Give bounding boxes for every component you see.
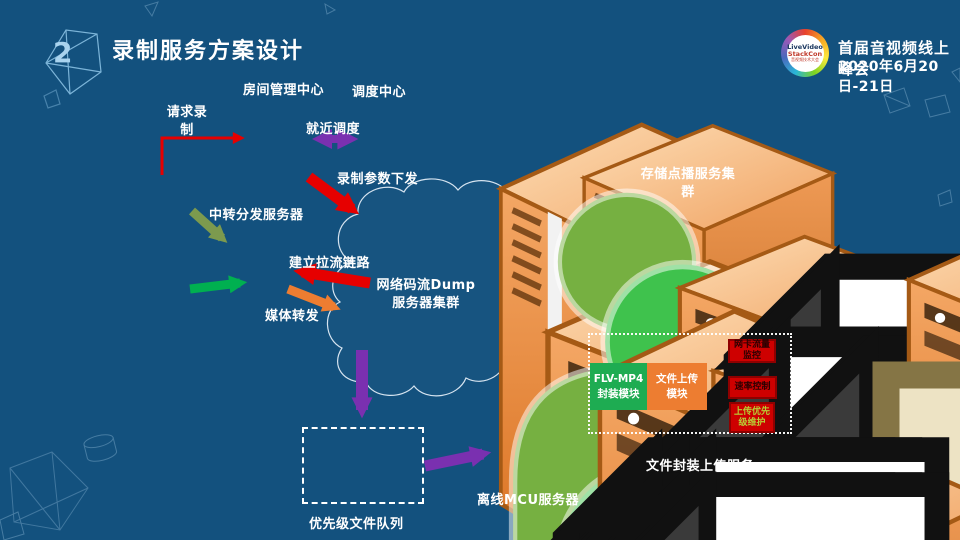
label-priority-queue: 优先级文件队列 [309, 517, 404, 532]
label-dump-cluster: 网络码流Dump服务器集群 [376, 278, 476, 311]
slide-number: 2 [53, 36, 73, 69]
label-room-mgmt: 房间管理中心 [243, 83, 325, 98]
header-gem-icon [43, 29, 102, 109]
module-flv-mp4: FLV-MP4封装模块 [590, 363, 647, 410]
label-nearby-dispatch: 就近调度 [306, 122, 361, 137]
page-title: 录制服务方案设计 [112, 39, 305, 64]
event-name: 首届音视频线上峰会 [838, 39, 951, 78]
conference-logo-icon: LiveVideo StackCon 音视频技术大会 [781, 29, 829, 77]
arrow-user1-relay [188, 207, 228, 243]
label-dispatch-center: 调度中心 [352, 85, 407, 100]
label-media-forward: 媒体转发 [265, 309, 320, 324]
upload-service-box [588, 333, 792, 434]
logo-brand-line1: LiveVideo [787, 42, 823, 51]
arrow-establish-pull [293, 263, 371, 289]
label-request-record: 请求录制 [166, 105, 208, 138]
label-offline-mcu: 离线MCU服务器 [477, 493, 580, 508]
label-upload-service: 文件封装上传服务 [646, 459, 755, 474]
event-date: 2020年6月20日-21日 [838, 59, 939, 95]
label-relay-server: 中转分发服务器 [209, 208, 304, 223]
label-record-params: 录制参数下发 [337, 172, 419, 187]
arrow-media-forward [286, 284, 341, 312]
module-nic-monitor: 网卡流量监控 [728, 339, 776, 363]
label-establish-pull: 建立拉流链路 [289, 256, 371, 271]
label-storage-cluster: 存储点播服务集群 [640, 167, 736, 200]
arrow-user2-relay [189, 275, 248, 294]
module-rate-control: 速率控制 [728, 376, 777, 399]
module-file-upload: 文件上传模块 [647, 363, 707, 410]
logo-brand-tagline: 音视频技术大会 [791, 56, 819, 62]
logo-brand-line2: StackCon [787, 49, 823, 58]
priority-queue-box [302, 427, 424, 504]
module-upload-priority: 上传优先级维护 [729, 402, 775, 433]
arrow-queue-to-mcu [423, 446, 492, 472]
arrow-request-record [160, 132, 245, 175]
arrow-record-params [305, 172, 360, 215]
